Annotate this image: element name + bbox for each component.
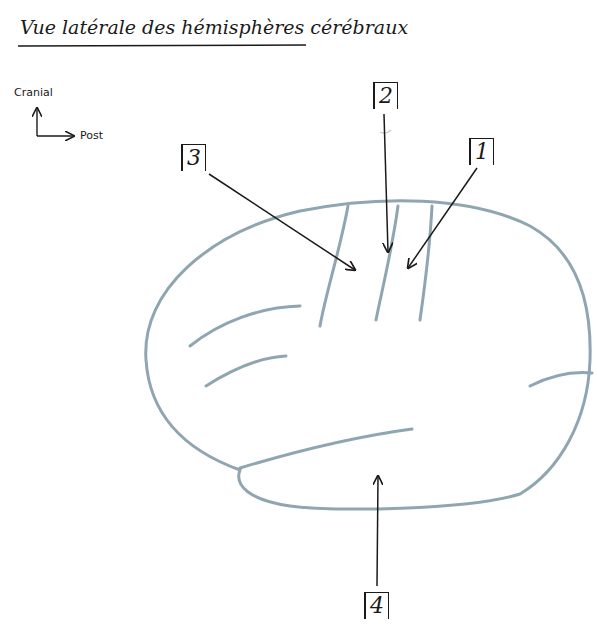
direction-label: Post xyxy=(80,129,103,142)
title-underline xyxy=(18,45,306,46)
direction-label: Cranial xyxy=(14,86,53,99)
cranial-arrow xyxy=(36,108,37,136)
callout-number: 3 xyxy=(181,144,206,171)
leader-line xyxy=(408,168,477,268)
leader-line xyxy=(377,476,378,586)
sulcus xyxy=(190,306,300,346)
pen-mark xyxy=(380,130,391,133)
leader-line xyxy=(384,114,388,252)
leader-lines xyxy=(209,114,477,586)
hemisphere-outline xyxy=(146,201,592,509)
sulcus xyxy=(420,206,432,320)
lateral-sulcus xyxy=(240,429,412,468)
callout-number: 2 xyxy=(373,82,398,109)
sulcus xyxy=(530,373,592,386)
posterior-arrow xyxy=(37,135,74,136)
callout-number: 1 xyxy=(469,138,494,165)
sulcus xyxy=(206,356,286,386)
callout-number: 4 xyxy=(364,592,389,619)
sulcus xyxy=(320,206,348,326)
diagram-title: Vue latérale des hémisphères cérébraux xyxy=(20,16,408,38)
leader-line xyxy=(209,174,355,270)
